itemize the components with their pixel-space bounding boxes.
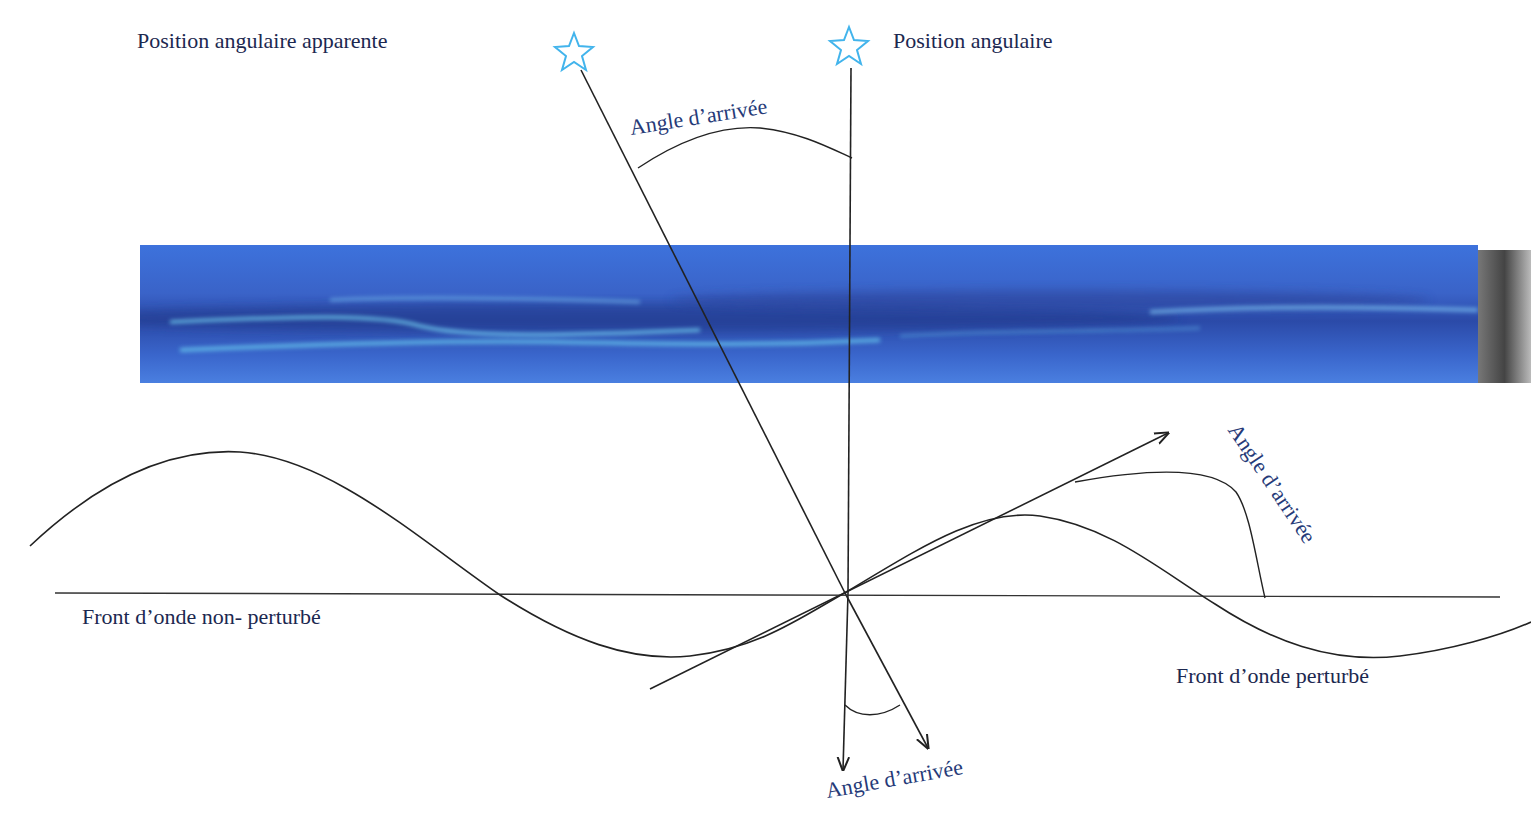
tangent-arrow [650, 433, 1168, 689]
true-direction-arrow [843, 593, 848, 770]
apparent-ray [581, 70, 845, 593]
disturbed-wavefront [30, 452, 1531, 658]
angle-label: Angle d’arrivée [1223, 419, 1321, 547]
true-star [830, 27, 868, 64]
apparent-star [555, 33, 593, 70]
turbulent-layer [60, 245, 1531, 383]
angle-label: Angle d’arrivée [824, 755, 965, 803]
true-ray [848, 68, 851, 593]
star-symbols [555, 27, 868, 70]
apparent-position-label: Position angulaire apparente [137, 29, 387, 53]
angle-arc [845, 705, 900, 715]
wavefront-label: Front d’onde perturbé [1176, 664, 1369, 688]
true-position-label: Position angulaire [893, 29, 1052, 53]
angle-label: Angle d’arrivée [628, 94, 769, 140]
undisturbed-wavefront [55, 593, 1500, 597]
wavefront-label: Front d’onde non- perturbé [82, 605, 321, 629]
apparent-direction-arrow [845, 593, 928, 748]
angle-arc [1075, 472, 1265, 598]
